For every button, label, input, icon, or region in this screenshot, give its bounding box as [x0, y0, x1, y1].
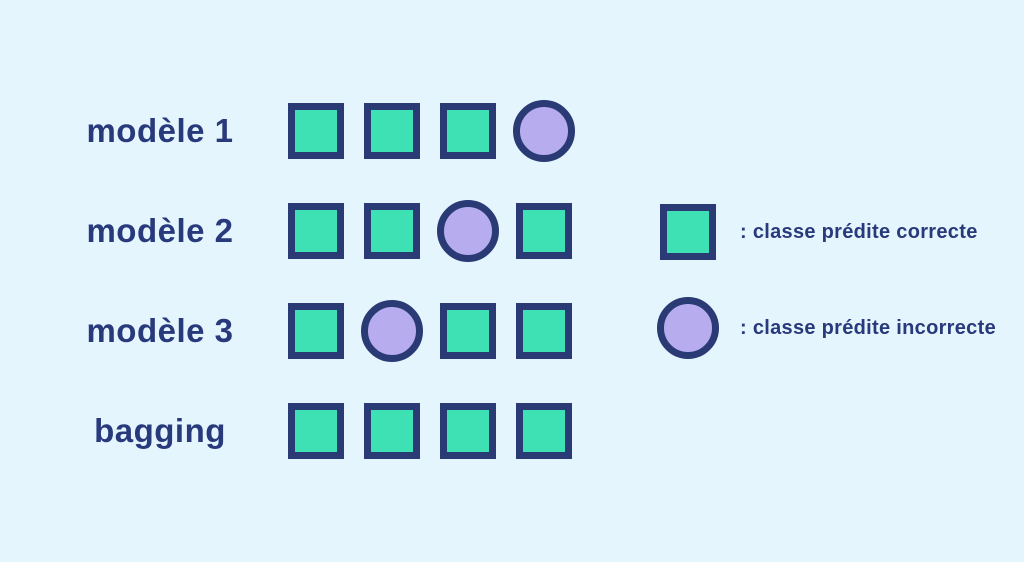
legend-entry: : classe prédite incorrecte — [650, 297, 996, 359]
correct-square-icon — [288, 103, 344, 159]
legend-entry-label: : classe prédite incorrecte — [740, 316, 996, 339]
shape-cell — [278, 103, 354, 159]
shape-cell — [506, 203, 582, 259]
shape-cell — [354, 300, 430, 362]
model-row-label: bagging — [94, 412, 226, 449]
correct-square-icon — [288, 303, 344, 359]
shape-cell — [430, 403, 506, 459]
shape-cell — [506, 100, 582, 162]
incorrect-circle-icon — [657, 297, 719, 359]
model-rows: modèle 1 modèle 2 modèle 3 bagging — [0, 100, 582, 503]
correct-square-icon — [364, 103, 420, 159]
incorrect-circle-icon — [361, 300, 423, 362]
shape-cell — [506, 303, 582, 359]
model-row: modèle 3 — [0, 300, 582, 362]
shape-cell — [354, 403, 430, 459]
prediction-shapes — [278, 403, 582, 459]
model-row-label: modèle 2 — [86, 212, 234, 249]
correct-square-icon — [440, 303, 496, 359]
legend-shape-cell — [650, 297, 726, 359]
correct-square-icon — [516, 303, 572, 359]
model-row: modèle 1 — [0, 100, 582, 162]
correct-square-icon — [516, 203, 572, 259]
incorrect-circle-icon — [513, 100, 575, 162]
correct-square-icon — [364, 203, 420, 259]
prediction-shapes — [278, 300, 582, 362]
correct-square-icon — [516, 403, 572, 459]
shape-cell — [278, 303, 354, 359]
model-row-label: modèle 3 — [86, 312, 234, 349]
model-row: modèle 2 — [0, 200, 582, 262]
correct-square-icon — [288, 403, 344, 459]
correct-square-icon — [288, 203, 344, 259]
shape-cell — [278, 403, 354, 459]
model-row-label: modèle 1 — [86, 112, 234, 149]
prediction-shapes — [278, 100, 582, 162]
shape-cell — [430, 200, 506, 262]
correct-square-icon — [660, 204, 716, 260]
legend-entry-label: : classe prédite correcte — [740, 220, 978, 243]
shape-cell — [506, 403, 582, 459]
legend-entry: : classe prédite correcte — [650, 204, 978, 260]
shape-cell — [278, 203, 354, 259]
shape-cell — [354, 203, 430, 259]
shape-cell — [354, 103, 430, 159]
shape-cell — [430, 303, 506, 359]
model-row: bagging — [0, 403, 582, 459]
correct-square-icon — [440, 103, 496, 159]
correct-square-icon — [440, 403, 496, 459]
incorrect-circle-icon — [437, 200, 499, 262]
correct-square-icon — [364, 403, 420, 459]
legend-shape-cell — [650, 204, 726, 260]
shape-cell — [430, 103, 506, 159]
prediction-shapes — [278, 200, 582, 262]
